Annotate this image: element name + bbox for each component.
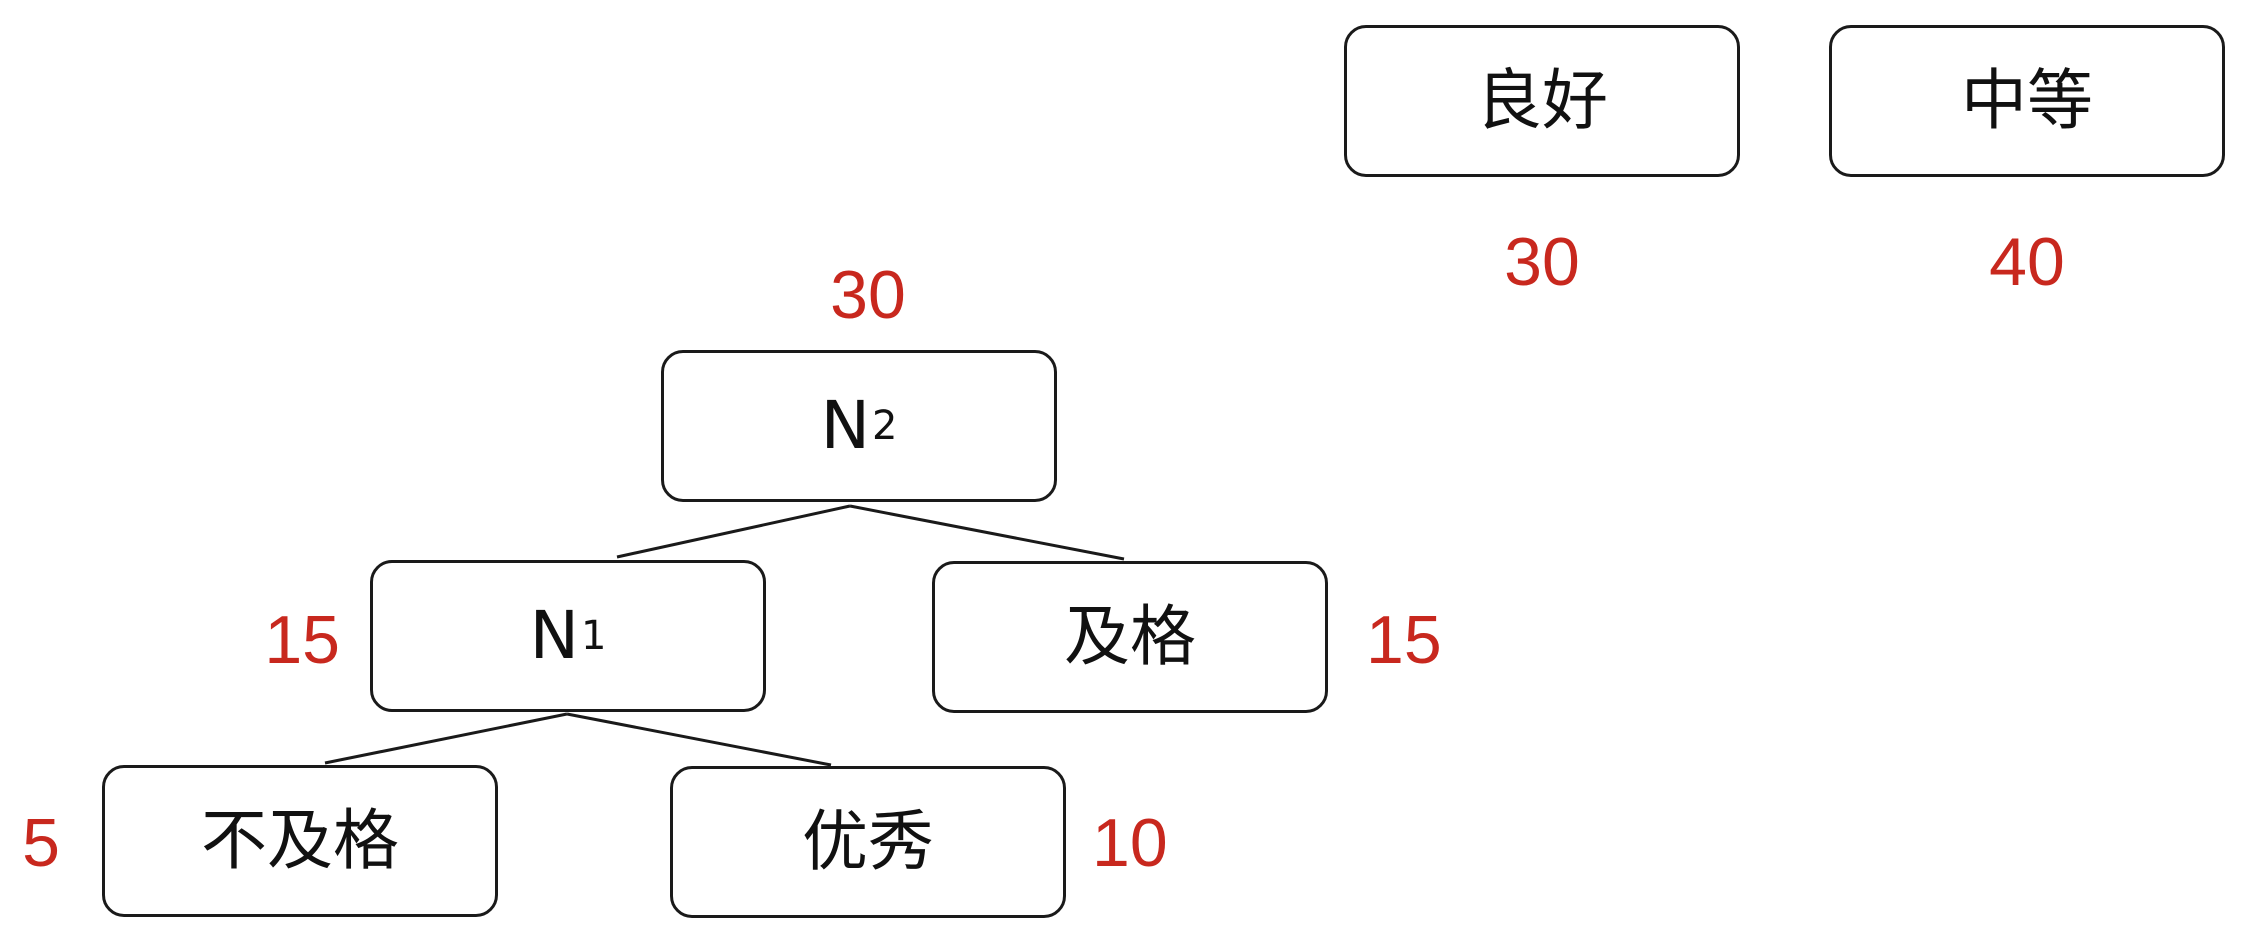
edge-n1-excellent xyxy=(566,712,832,767)
weight-fail: 5 xyxy=(22,805,60,881)
weight-medium: 40 xyxy=(1989,224,2065,300)
node-pass: 及格 xyxy=(932,561,1328,713)
edge-n2-n1 xyxy=(616,504,851,559)
node-pass-label: 及格 xyxy=(1064,598,1196,675)
node-excellent-label: 优秀 xyxy=(802,803,934,880)
node-medium-label: 中等 xyxy=(1961,62,2093,139)
node-n2-subscript: 2 xyxy=(871,403,898,449)
weight-pass: 15 xyxy=(1366,602,1442,678)
node-good-label: 良好 xyxy=(1476,62,1608,139)
node-n1-label: N xyxy=(529,597,579,674)
edge-n1-fail xyxy=(324,712,568,765)
node-medium: 中等 xyxy=(1829,25,2225,177)
node-fail-label: 不及格 xyxy=(201,802,399,879)
weight-good: 30 xyxy=(1504,224,1580,300)
weight-n1: 15 xyxy=(264,602,340,678)
weight-excellent: 10 xyxy=(1092,805,1168,881)
node-excellent: 优秀 xyxy=(670,766,1066,918)
edge-n2-pass xyxy=(849,504,1125,561)
weight-n2: 30 xyxy=(830,257,906,333)
node-fail: 不及格 xyxy=(102,765,498,917)
node-n1-subscript: 1 xyxy=(580,613,607,659)
node-n2-label: N xyxy=(820,387,870,464)
node-good: 良好 xyxy=(1344,25,1740,177)
